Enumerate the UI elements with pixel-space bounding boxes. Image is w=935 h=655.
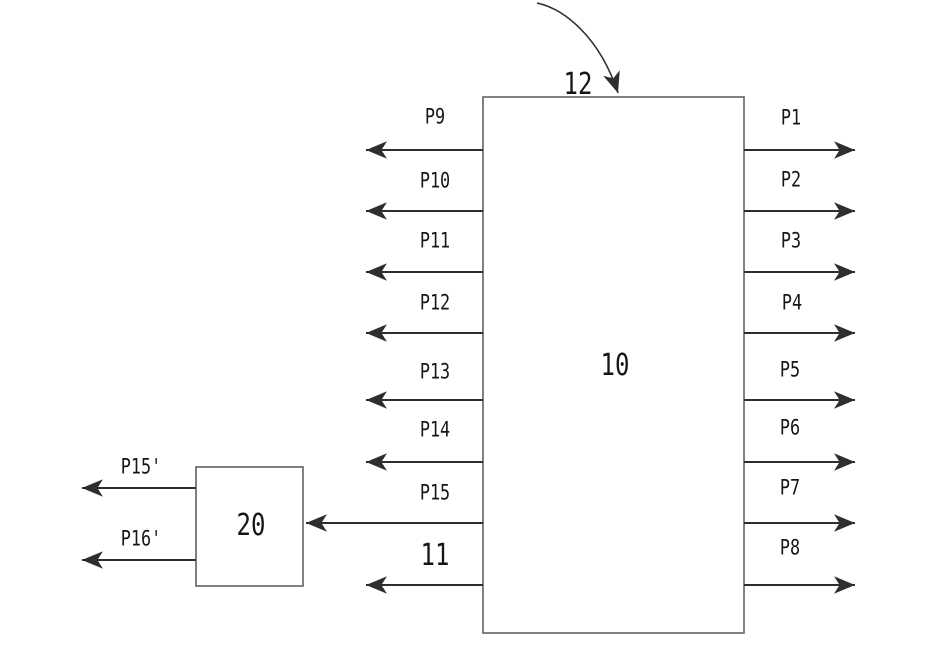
port-p6-label: P6 <box>779 415 801 440</box>
ref-12-pointer-curve <box>536 2 620 94</box>
port-p1-label: P1 <box>780 105 802 130</box>
port-p14-label: P14 <box>419 417 451 442</box>
block-10-box <box>482 96 745 634</box>
port-p3-label: P3 <box>780 228 802 253</box>
block-10-label: 10 <box>600 348 630 383</box>
port-p2-label: P2 <box>780 167 802 192</box>
port-p12-label: P12 <box>419 290 451 315</box>
ref-12-label: 12 <box>563 67 593 102</box>
port-p16-prime-label: P16' <box>120 526 162 551</box>
port-p13-label: P13 <box>419 359 451 384</box>
port-p7-label: P7 <box>779 475 801 500</box>
port-p10-label: P10 <box>419 168 451 193</box>
block-20-box <box>195 466 304 587</box>
port-p8-label: P8 <box>779 535 801 560</box>
port-p11-label: P11 <box>419 228 451 253</box>
block-20-label: 20 <box>236 508 266 543</box>
port-p15-label: P15 <box>419 480 451 505</box>
port-p5-label: P5 <box>779 357 801 382</box>
port-p4-label: P4 <box>781 290 803 315</box>
port-p9-label: P9 <box>424 104 446 129</box>
port-p15-prime-label: P15' <box>120 454 162 479</box>
ref-11-label: 11 <box>420 538 450 573</box>
